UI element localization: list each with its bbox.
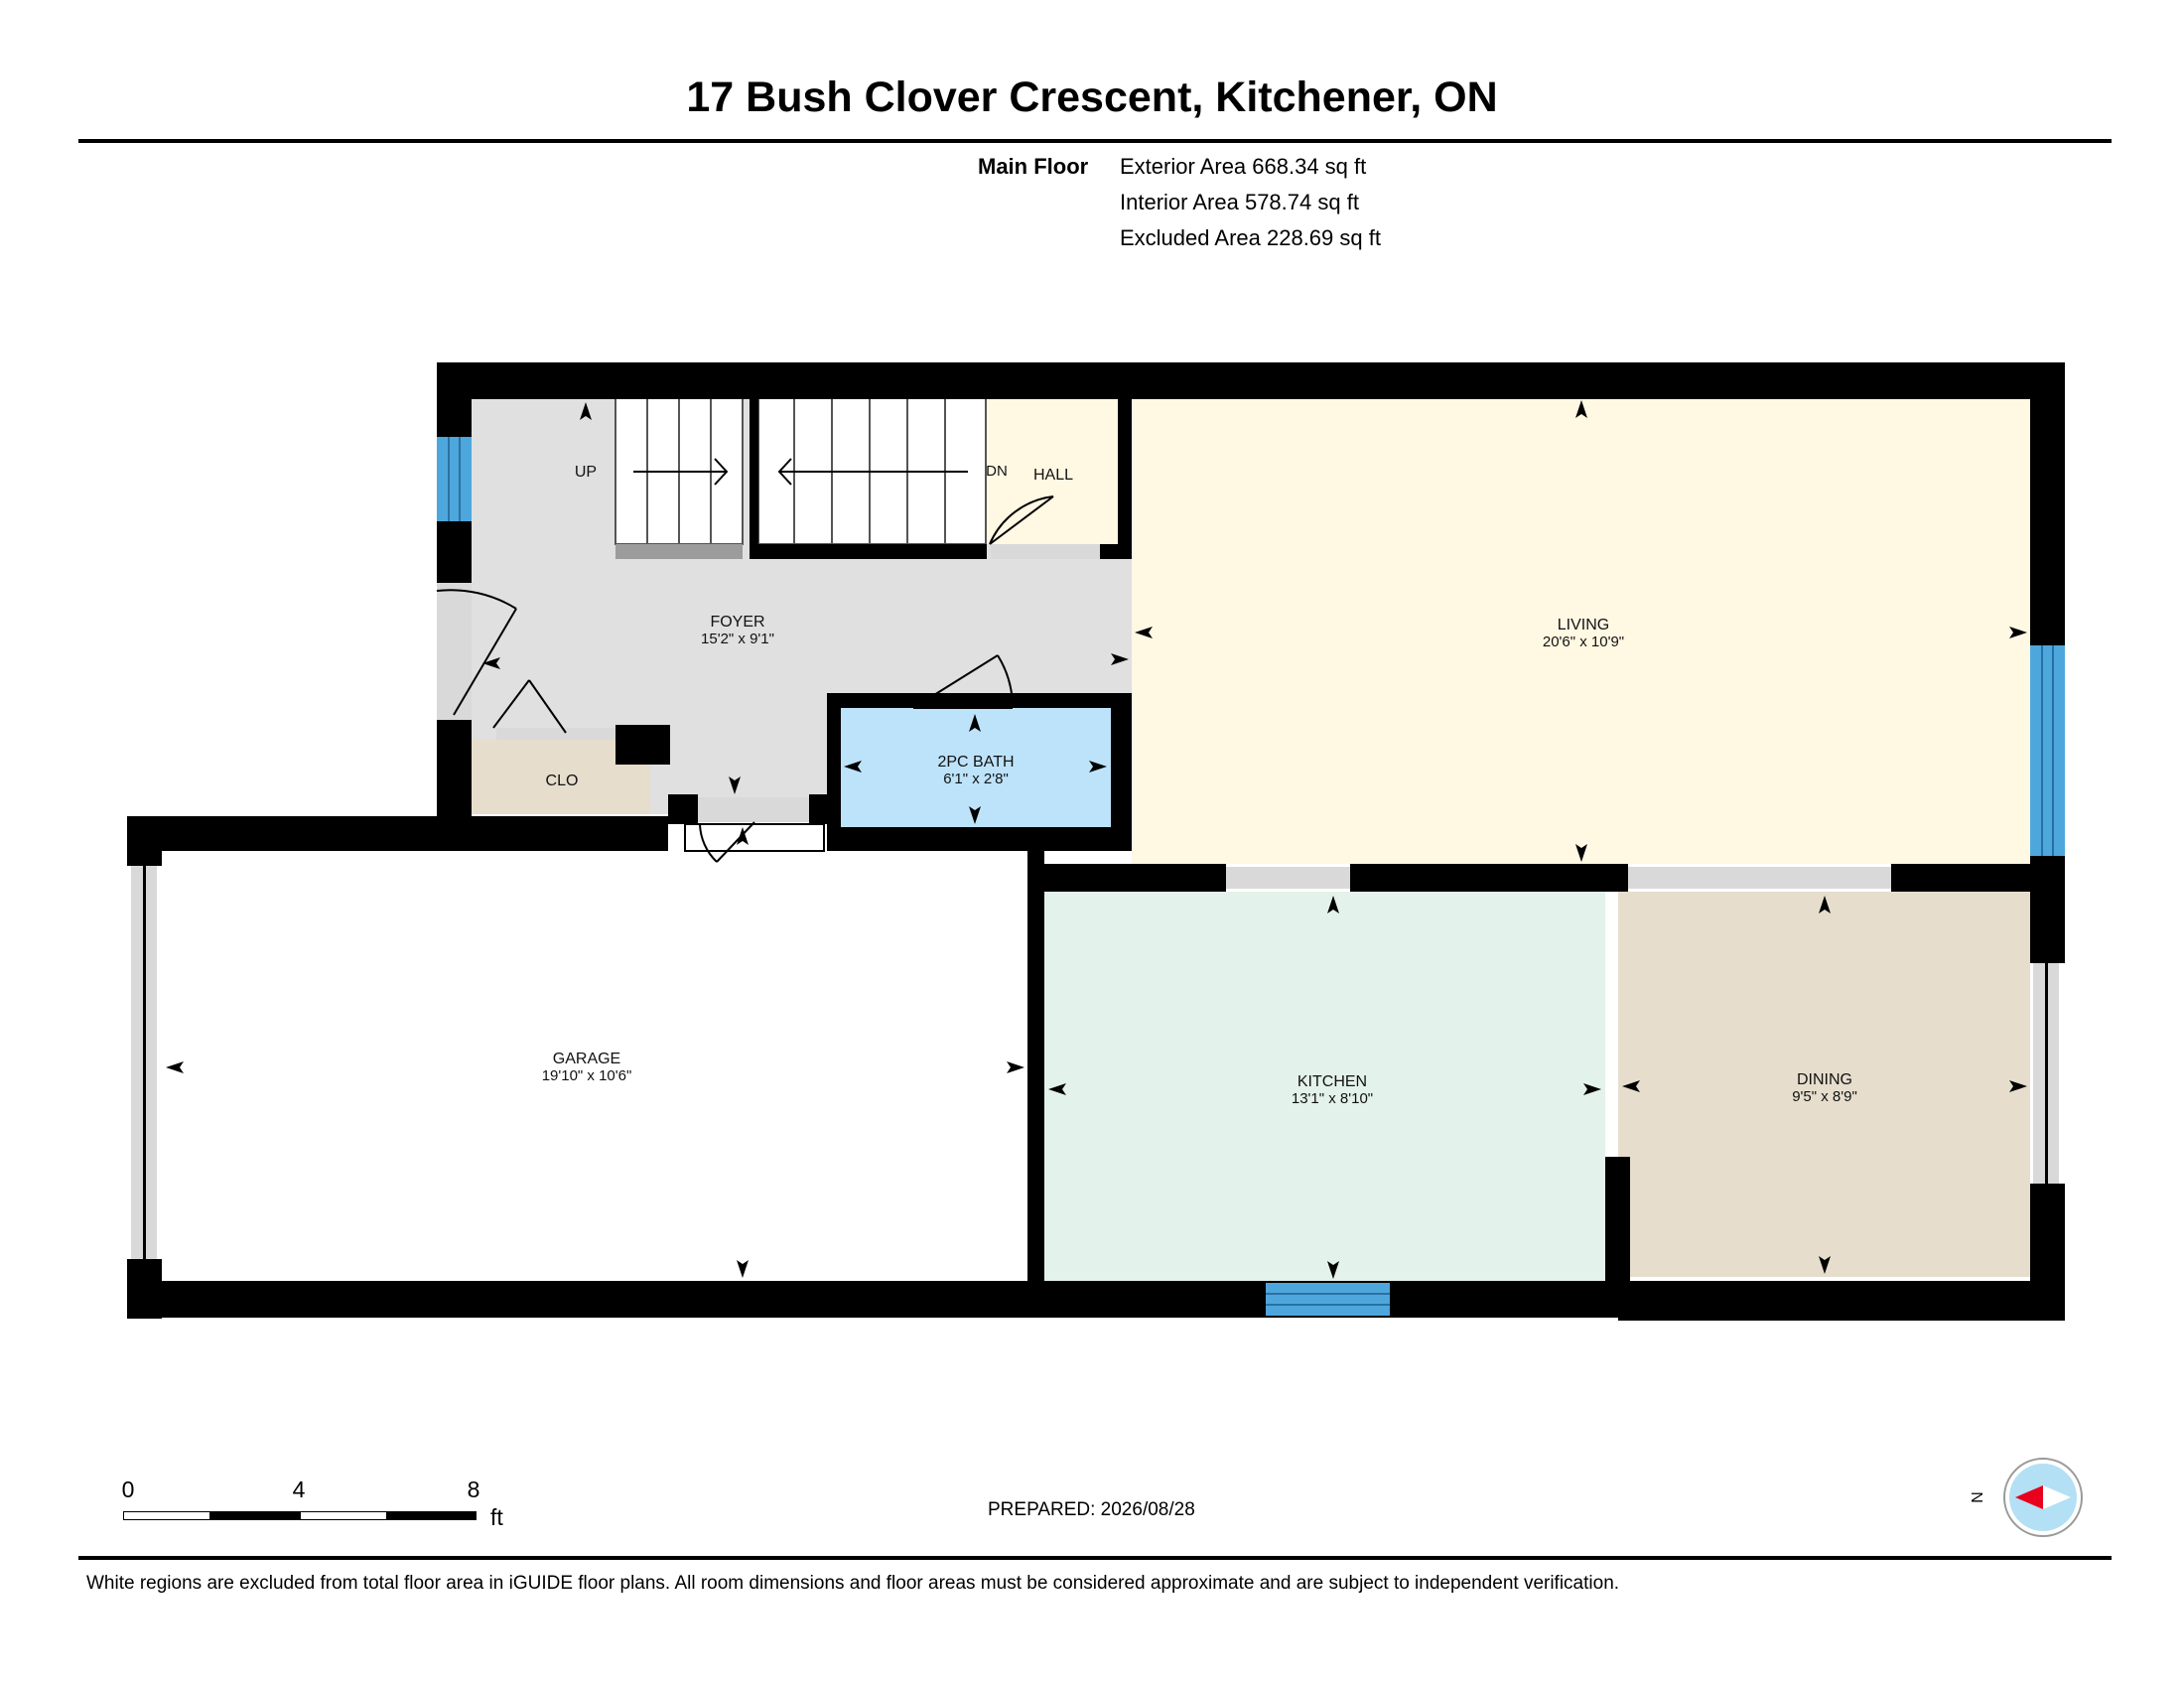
foyer-dims: 15'2" x 9'1" <box>701 631 774 647</box>
dimension-arrows <box>166 400 2027 1279</box>
hall-label: HALL <box>1033 467 1073 484</box>
prepared-date: PREPARED: 2026/08/28 <box>988 1499 1195 1520</box>
bath-label: 2PC BATH <box>937 754 1014 771</box>
scale-unit: ft <box>490 1504 503 1530</box>
dining-floor <box>1618 892 2030 1277</box>
floor-label: Main Floor <box>978 154 1089 179</box>
hall-floor <box>986 397 1118 544</box>
bath-dims: 6'1" x 2'8" <box>943 771 1009 787</box>
scale-segment-1 <box>123 1511 210 1520</box>
scale-tick-8: 8 <box>467 1477 480 1502</box>
excluded-area: Excluded Area 228.69 sq ft <box>1120 225 1381 250</box>
sliding-door-track <box>2045 963 2048 1184</box>
garage-door-track <box>143 866 146 1259</box>
scale-tick-0: 0 <box>121 1477 135 1502</box>
stairs-up <box>614 396 744 559</box>
garage-dims: 19'10" x 10'6" <box>542 1067 632 1084</box>
dining-label: DINING <box>1797 1071 1852 1088</box>
dining-dims: 9'5" x 8'9" <box>1792 1088 1857 1105</box>
living-label: LIVING <box>1558 617 1609 633</box>
scale-segment-2 <box>210 1511 300 1520</box>
clo-label: CLO <box>546 773 579 789</box>
scale-bar: 0 4 8 ft <box>121 1477 520 1536</box>
exterior-area: Exterior Area 668.34 sq ft <box>1120 154 1367 179</box>
kitchen-label: KITCHEN <box>1297 1073 1367 1090</box>
windows <box>437 437 2065 1316</box>
kitchen-floor <box>1044 892 1605 1281</box>
compass-icon: N <box>1968 1458 2083 1537</box>
footer-divider <box>78 1556 2112 1560</box>
compass-north-label: N <box>1968 1491 1984 1503</box>
door-swings <box>436 495 1054 863</box>
scale-segment-3 <box>300 1511 387 1520</box>
window-lines <box>448 437 2054 1306</box>
scale-tick-4: 4 <box>292 1477 306 1502</box>
garage-floor <box>162 851 1027 1281</box>
garage-entry-gap <box>684 823 825 852</box>
living-floor <box>1132 397 2030 864</box>
stairs-down-label: DN <box>986 463 1008 480</box>
disclaimer: White regions are excluded from total fl… <box>86 1573 1620 1594</box>
kitchen-dims: 13'1" x 8'10" <box>1292 1090 1373 1107</box>
interior-area: Interior Area 578.74 sq ft <box>1120 190 1359 214</box>
stairs-up-arrowhead <box>714 458 729 486</box>
stairs-up-label: UP <box>575 464 597 481</box>
foyer-label: FOYER <box>710 614 764 631</box>
garage-label: GARAGE <box>553 1051 620 1067</box>
living-dims: 20'6" x 10'9" <box>1543 633 1624 650</box>
title-divider <box>78 139 2112 143</box>
scale-segment-4 <box>387 1511 477 1520</box>
page-title: 17 Bush Clover Crescent, Kitchener, ON <box>686 73 1498 121</box>
walls <box>127 362 2065 1321</box>
door-openings <box>131 544 2059 1259</box>
stairs-down-arrowhead <box>777 458 792 486</box>
